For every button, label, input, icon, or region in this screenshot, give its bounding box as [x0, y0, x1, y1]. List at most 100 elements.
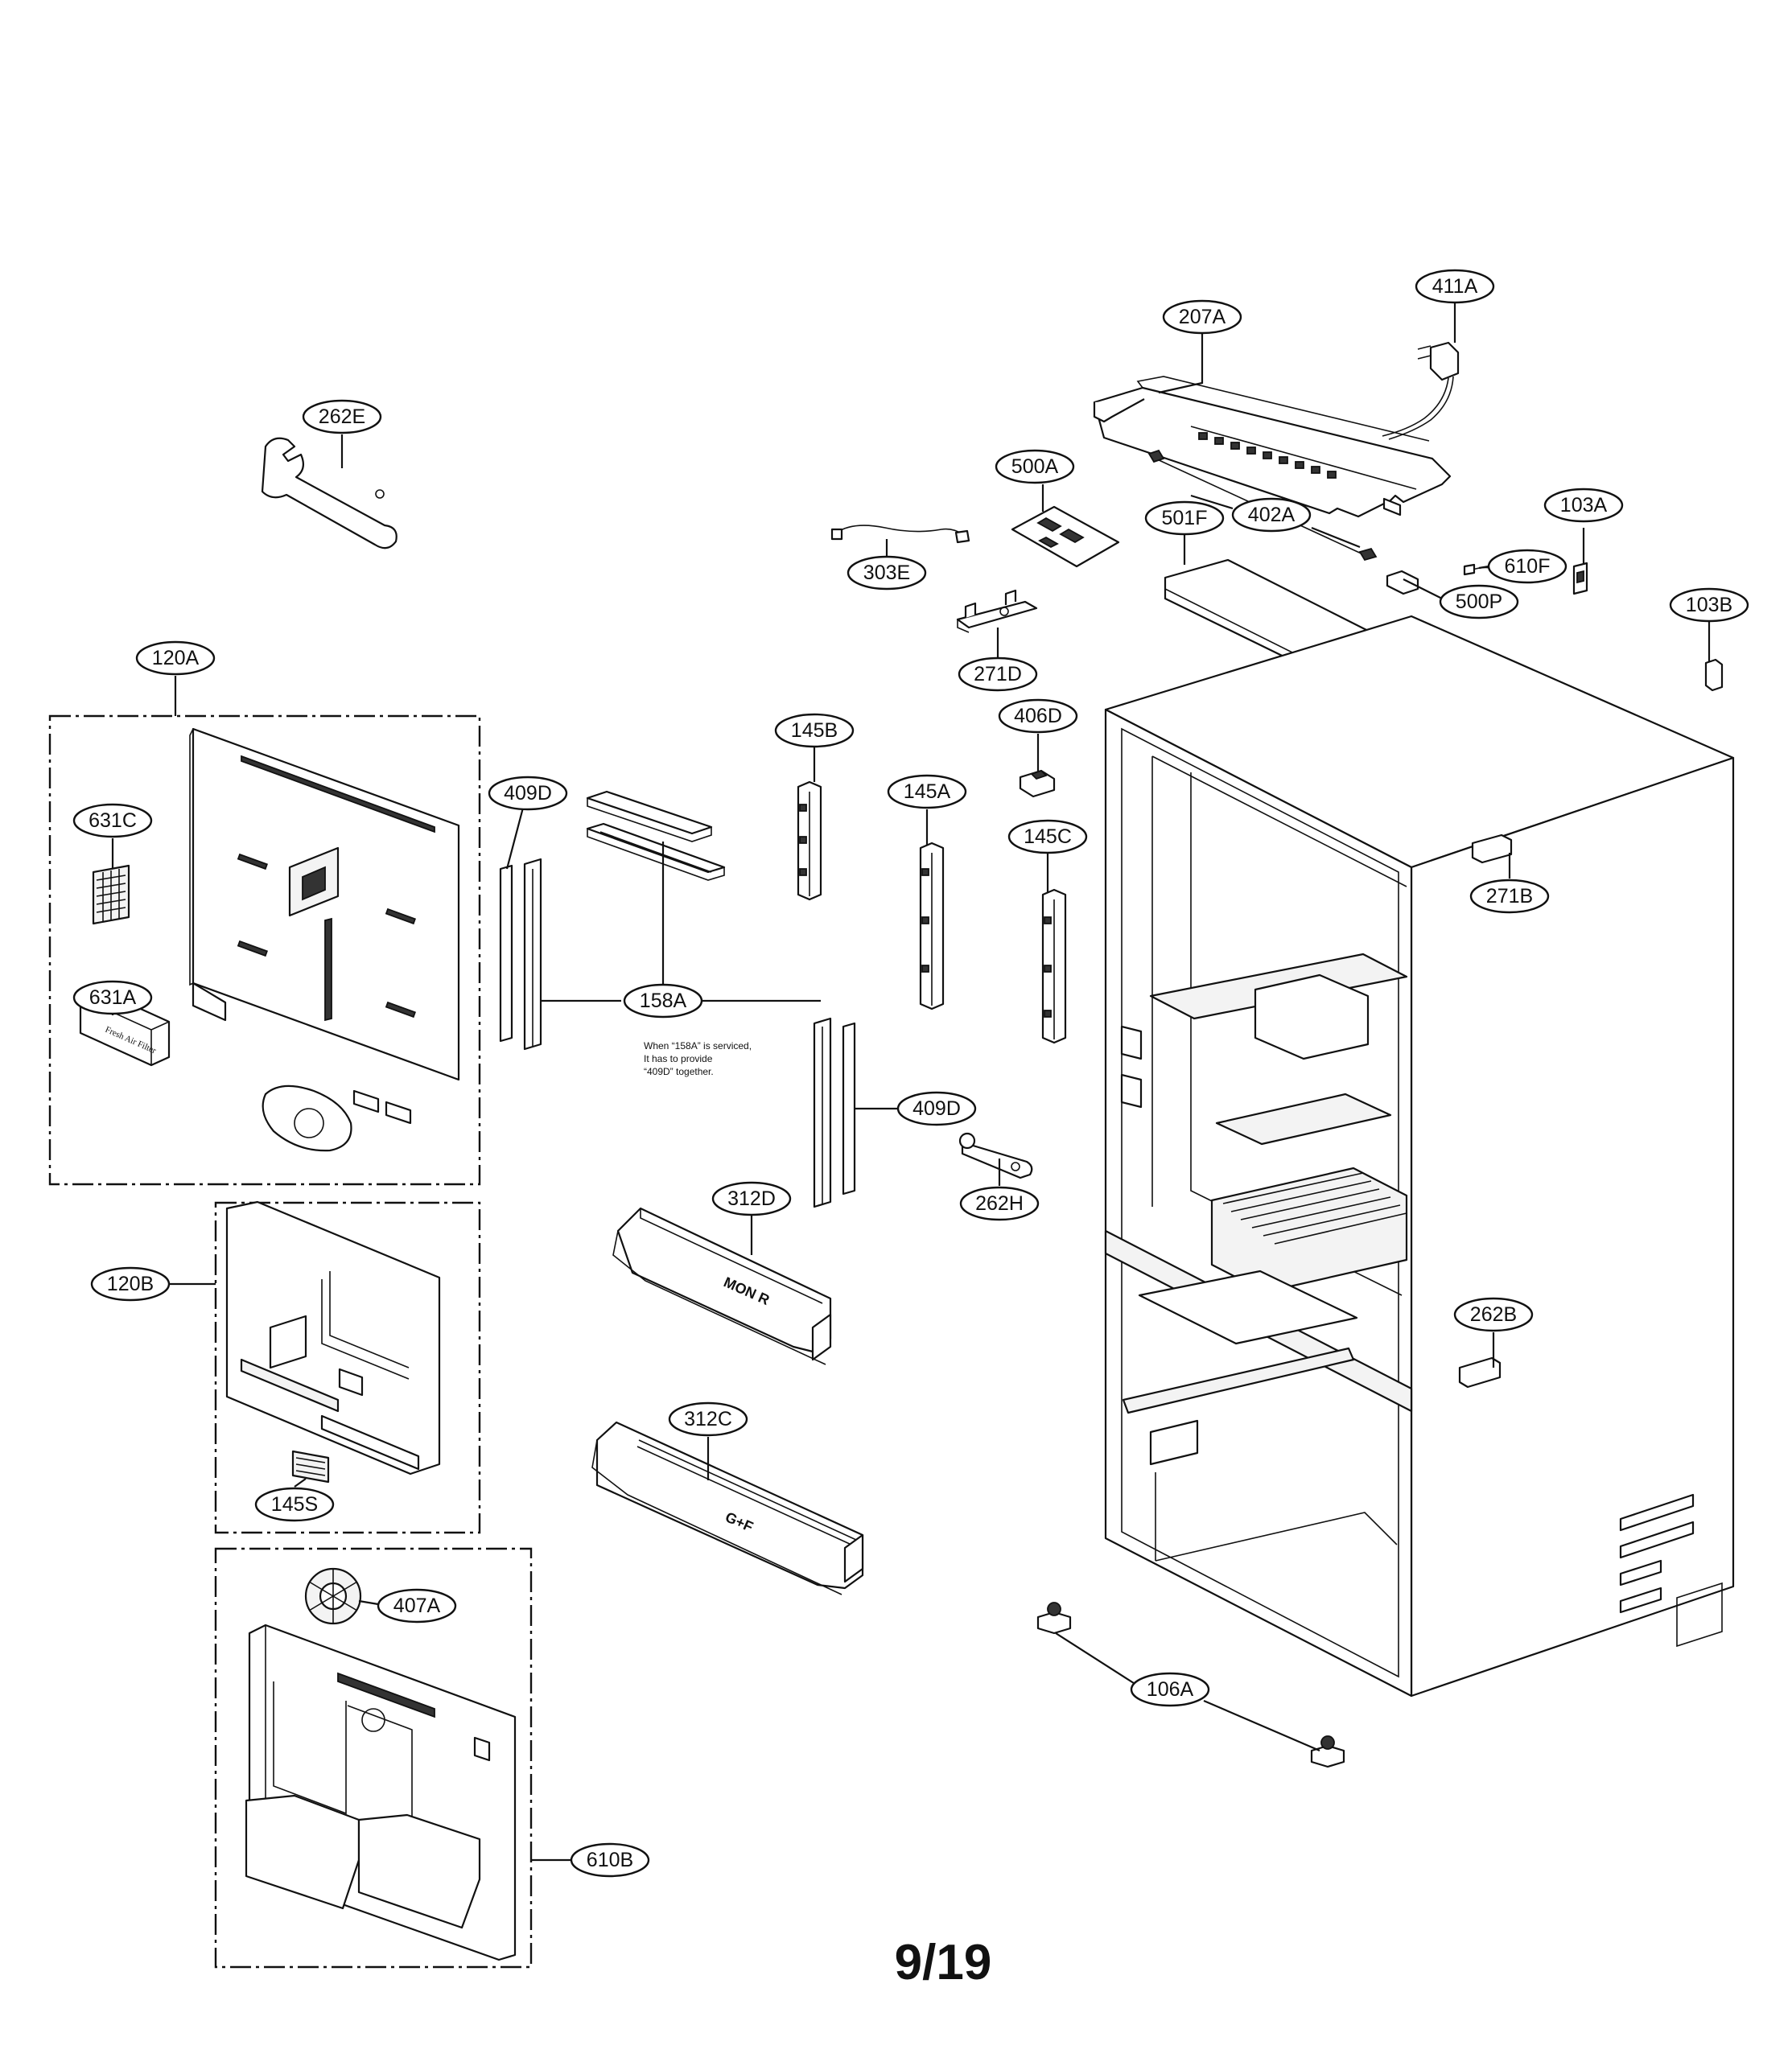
- callout-631C: 631C: [72, 803, 153, 838]
- svg-text:120A: 120A: [152, 647, 200, 669]
- part-312C-door-bin: G+F: [591, 1421, 864, 1595]
- callout-158A: 158A: [623, 983, 703, 1019]
- part-406D-clip: [1019, 769, 1056, 798]
- group-box-120A: [48, 714, 481, 1186]
- service-note-line-1: When “158A” is serviced,: [644, 1040, 752, 1052]
- callout-500A: 500A: [995, 449, 1075, 484]
- svg-text:106A: 106A: [1147, 1678, 1194, 1701]
- svg-text:631C: 631C: [89, 809, 137, 832]
- callout-106A: 106A: [1130, 1672, 1210, 1707]
- callout-610B: 610B: [570, 1842, 650, 1878]
- part-refrigerator-cabinet: [1104, 615, 1735, 1698]
- callout-312D: 312D: [711, 1181, 792, 1216]
- part-271D-hinge: [956, 589, 1038, 633]
- callout-145S: 145S: [254, 1487, 335, 1522]
- svg-text:406D: 406D: [1014, 705, 1062, 727]
- svg-text:262H: 262H: [975, 1192, 1024, 1215]
- part-500A-control-board: [1011, 505, 1120, 568]
- callout-406D: 406D: [998, 698, 1078, 734]
- svg-text:631A: 631A: [89, 986, 137, 1009]
- svg-text:262E: 262E: [319, 405, 365, 428]
- service-note: When “158A” is serviced, It has to provi…: [644, 1040, 752, 1077]
- svg-text:145S: 145S: [271, 1493, 318, 1516]
- callout-262E: 262E: [302, 399, 382, 434]
- callout-610F: 610F: [1487, 549, 1567, 584]
- part-409D-strip-right: [842, 1022, 856, 1196]
- part-409D-top-strip: [586, 790, 713, 842]
- leader-lines: [111, 302, 1711, 1862]
- svg-text:207A: 207A: [1179, 306, 1226, 328]
- part-411A-power-cord: [1382, 341, 1460, 440]
- group-box-610B: [214, 1547, 533, 1969]
- part-145A-rail: [919, 842, 945, 1010]
- page-number: 9/19: [895, 1935, 992, 1990]
- part-120B-panel: [225, 1200, 441, 1475]
- part-158A-top-rail: [586, 822, 726, 881]
- part-103B-cap: [1704, 658, 1724, 692]
- svg-text:407A: 407A: [393, 1595, 441, 1617]
- svg-text:120B: 120B: [107, 1273, 154, 1295]
- svg-text:402A: 402A: [1248, 504, 1296, 526]
- callout-631A: 631A: [72, 980, 153, 1015]
- part-407A-fan: [304, 1567, 362, 1625]
- callout-409D-top: 409D: [488, 776, 568, 811]
- svg-text:145B: 145B: [791, 719, 838, 742]
- callout-500P: 500P: [1439, 584, 1519, 619]
- svg-text:610F: 610F: [1505, 555, 1551, 578]
- svg-text:500A: 500A: [1011, 455, 1059, 478]
- svg-text:303E: 303E: [863, 562, 910, 584]
- callout-402A: 402A: [1231, 497, 1312, 533]
- callout-271B: 271B: [1469, 879, 1550, 914]
- part-500P-small-board: [1386, 570, 1419, 595]
- part-145C-rail: [1041, 888, 1067, 1044]
- callout-407A: 407A: [377, 1588, 457, 1624]
- svg-text:409D: 409D: [504, 782, 552, 805]
- callout-207A: 207A: [1162, 299, 1242, 335]
- svg-text:271B: 271B: [1486, 885, 1533, 907]
- part-158A-rail-left: [523, 858, 542, 1051]
- group-box-120B: [214, 1201, 481, 1534]
- svg-text:103A: 103A: [1560, 494, 1608, 516]
- svg-text:271D: 271D: [974, 663, 1022, 685]
- service-note-line-2: It has to provide: [644, 1053, 713, 1064]
- part-631C-filter-mesh: [92, 864, 130, 925]
- callout-501F: 501F: [1144, 500, 1225, 536]
- part-262E-wrench: [261, 437, 398, 549]
- callout-411A: 411A: [1415, 269, 1495, 304]
- part-158A-rail-right: [813, 1017, 832, 1208]
- part-610B-duct-assembly: [245, 1624, 517, 1961]
- callout-262B: 262B: [1453, 1297, 1534, 1332]
- svg-text:103B: 103B: [1686, 594, 1732, 616]
- part-106A-leveling-foot-right: [1310, 1735, 1345, 1768]
- svg-text:158A: 158A: [640, 990, 687, 1012]
- svg-text:409D: 409D: [912, 1097, 961, 1120]
- callout-120B: 120B: [90, 1266, 171, 1302]
- callout-303E: 303E: [847, 555, 927, 591]
- callout-312C: 312C: [668, 1401, 748, 1437]
- svg-text:312D: 312D: [727, 1187, 776, 1210]
- part-312D-door-bin: MON R: [612, 1207, 832, 1365]
- callout-262H: 262H: [959, 1186, 1040, 1221]
- part-120A-panel: [189, 727, 460, 1152]
- callout-409D-bottom: 409D: [896, 1091, 977, 1126]
- service-note-line-3: “409D” together.: [644, 1066, 714, 1077]
- part-409D-strip-left: [499, 864, 513, 1043]
- part-145B-rail: [797, 780, 822, 901]
- callout-103B: 103B: [1669, 587, 1749, 623]
- svg-text:500P: 500P: [1456, 591, 1502, 613]
- part-103A-cap: [1572, 562, 1588, 595]
- callout-120A: 120A: [135, 640, 216, 676]
- callout-271D: 271D: [958, 656, 1038, 692]
- svg-text:312C: 312C: [684, 1408, 732, 1430]
- part-262H-hinge: [958, 1132, 1033, 1179]
- svg-text:145A: 145A: [904, 780, 951, 803]
- part-145S-louver: [291, 1450, 330, 1484]
- part-207A-top-cover: [1093, 376, 1452, 518]
- svg-text:610B: 610B: [587, 1849, 633, 1871]
- svg-text:411A: 411A: [1432, 275, 1478, 298]
- svg-text:501F: 501F: [1162, 507, 1208, 529]
- svg-text:262B: 262B: [1470, 1303, 1517, 1326]
- callout-103A: 103A: [1543, 488, 1624, 523]
- svg-text:145C: 145C: [1024, 825, 1072, 848]
